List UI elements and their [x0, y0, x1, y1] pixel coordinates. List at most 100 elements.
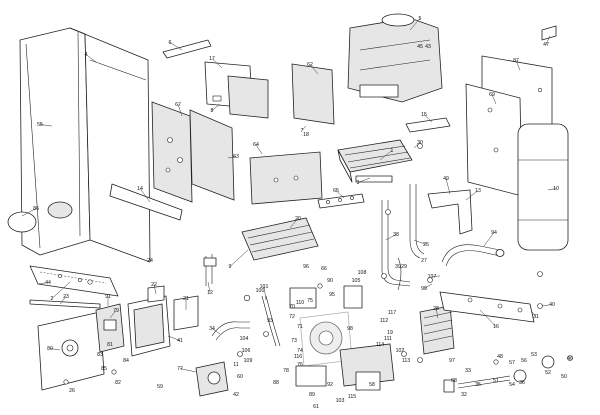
callout-label-23: 23 — [63, 294, 69, 300]
callout-label-65: 65 — [333, 188, 339, 194]
callout-label-62: 62 — [307, 62, 313, 68]
callout-label-91: 91 — [105, 294, 111, 300]
callout-label-71: 71 — [297, 324, 303, 330]
callout-label-39: 39 — [395, 264, 401, 270]
callout-label-79: 79 — [113, 308, 119, 314]
callout-label-102: 102 — [396, 348, 405, 354]
ignition-electrodes — [203, 254, 217, 286]
callout-label-57: 57 — [509, 360, 515, 366]
top-bracket — [162, 39, 212, 59]
callout-label-53: 53 — [531, 352, 537, 358]
callout-label-70: 70 — [289, 304, 295, 310]
callout-label-41: 41 — [177, 338, 183, 344]
callout-label-10: 10 — [553, 186, 559, 192]
callout-label-18: 18 — [303, 132, 309, 138]
callout-leader-41 — [167, 335, 181, 341]
callout-label-50: 50 — [561, 374, 567, 380]
callout-label-114: 114 — [376, 342, 384, 348]
hydraulic-group — [295, 343, 395, 391]
callout-label-44: 44 — [45, 280, 51, 286]
callout-label-32: 32 — [461, 392, 467, 398]
callout-label-108: 108 — [358, 270, 367, 276]
callout-label-60: 60 — [237, 374, 243, 380]
callout-label-77: 77 — [177, 366, 183, 372]
callout-leader-17 — [211, 58, 223, 69]
gas-pipe — [211, 321, 250, 341]
callout-label-29: 29 — [401, 264, 407, 270]
callout-label-55: 55 — [37, 122, 43, 128]
callout-label-38: 38 — [393, 232, 399, 238]
callout-label-76: 76 — [297, 362, 303, 368]
callout-label-115: 115 — [348, 394, 356, 400]
chassis-plate — [439, 291, 535, 323]
callout-label-64: 64 — [253, 142, 259, 148]
callout-label-75: 75 — [307, 298, 313, 304]
callout-label-45: 45 — [417, 44, 423, 50]
callout-label-86: 86 — [33, 206, 39, 212]
callout-label-2: 2 — [51, 296, 54, 302]
callout-label-96: 96 — [303, 264, 309, 270]
callout-label-13: 13 — [475, 188, 481, 194]
main-heat-exchanger — [337, 139, 413, 183]
callout-leader-14 — [139, 188, 151, 203]
callout-label-6: 6 — [169, 40, 172, 46]
callout-label-28: 28 — [433, 306, 439, 312]
callout-label-22: 22 — [151, 282, 157, 288]
callout-label-33: 33 — [465, 368, 471, 374]
callout-label-47: 47 — [543, 42, 549, 48]
callout-label-72: 72 — [289, 314, 295, 320]
callout-leader-94 — [483, 232, 495, 247]
callout-leader-107 — [431, 275, 441, 277]
callout-leader-63 — [227, 156, 237, 159]
callout-leader-80 — [49, 348, 61, 351]
gas-valve — [195, 361, 229, 397]
pcb-housing — [127, 295, 171, 357]
callout-leader-22 — [153, 284, 157, 295]
callout-label-31: 31 — [533, 314, 539, 320]
flow-pipes — [381, 184, 425, 287]
callout-leader-55 — [39, 124, 53, 127]
callout-label-89: 89 — [309, 392, 315, 398]
callout-leader-34 — [211, 328, 221, 335]
callout-label-14: 14 — [137, 186, 143, 192]
plate-heat-exchanger — [419, 305, 455, 355]
callout-label-106: 106 — [242, 348, 251, 354]
callout-label-103: 103 — [336, 398, 345, 404]
callout-label-11: 11 — [233, 362, 238, 368]
callout-leader-6 — [169, 42, 183, 51]
callout-leader-4 — [85, 54, 97, 63]
bracket-14 — [109, 183, 183, 221]
callout-label-5: 5 — [419, 16, 422, 22]
callout-label-9: 9 — [229, 264, 232, 270]
callout-label-97: 97 — [449, 358, 455, 364]
callout-label-63: 63 — [233, 154, 239, 160]
callout-label-95: 95 — [329, 292, 335, 298]
callout-label-52: 52 — [545, 370, 551, 376]
pump-assembly — [289, 285, 363, 367]
burner — [241, 217, 319, 261]
callout-label-68: 68 — [451, 378, 457, 384]
callout-label-58: 58 — [369, 382, 375, 388]
callout-label-88: 88 — [273, 380, 279, 386]
callout-leader-40 — [541, 304, 553, 307]
callout-label-59: 59 — [157, 384, 163, 390]
callout-leader-3 — [357, 177, 371, 183]
callout-label-99: 99 — [421, 286, 427, 292]
callout-label-19: 19 — [387, 330, 393, 336]
callout-leader-86 — [21, 208, 37, 217]
callout-leader-25 — [413, 239, 427, 245]
callout-leader-65 — [335, 190, 345, 199]
callout-leader-2 — [51, 281, 71, 299]
small-hoses — [261, 257, 402, 347]
callout-leader-62 — [309, 64, 319, 75]
callout-label-67: 67 — [175, 102, 181, 108]
callout-leader-7 — [301, 125, 307, 131]
callout-leader-101 — [263, 286, 267, 301]
callout-label-16: 16 — [493, 324, 499, 330]
callout-label-104: 104 — [240, 336, 249, 342]
callout-label-90: 90 — [327, 278, 333, 284]
front-casing — [7, 27, 151, 263]
callout-leader-67 — [177, 104, 183, 117]
callout-label-61: 61 — [313, 404, 319, 410]
callout-label-1: 1 — [391, 148, 394, 154]
